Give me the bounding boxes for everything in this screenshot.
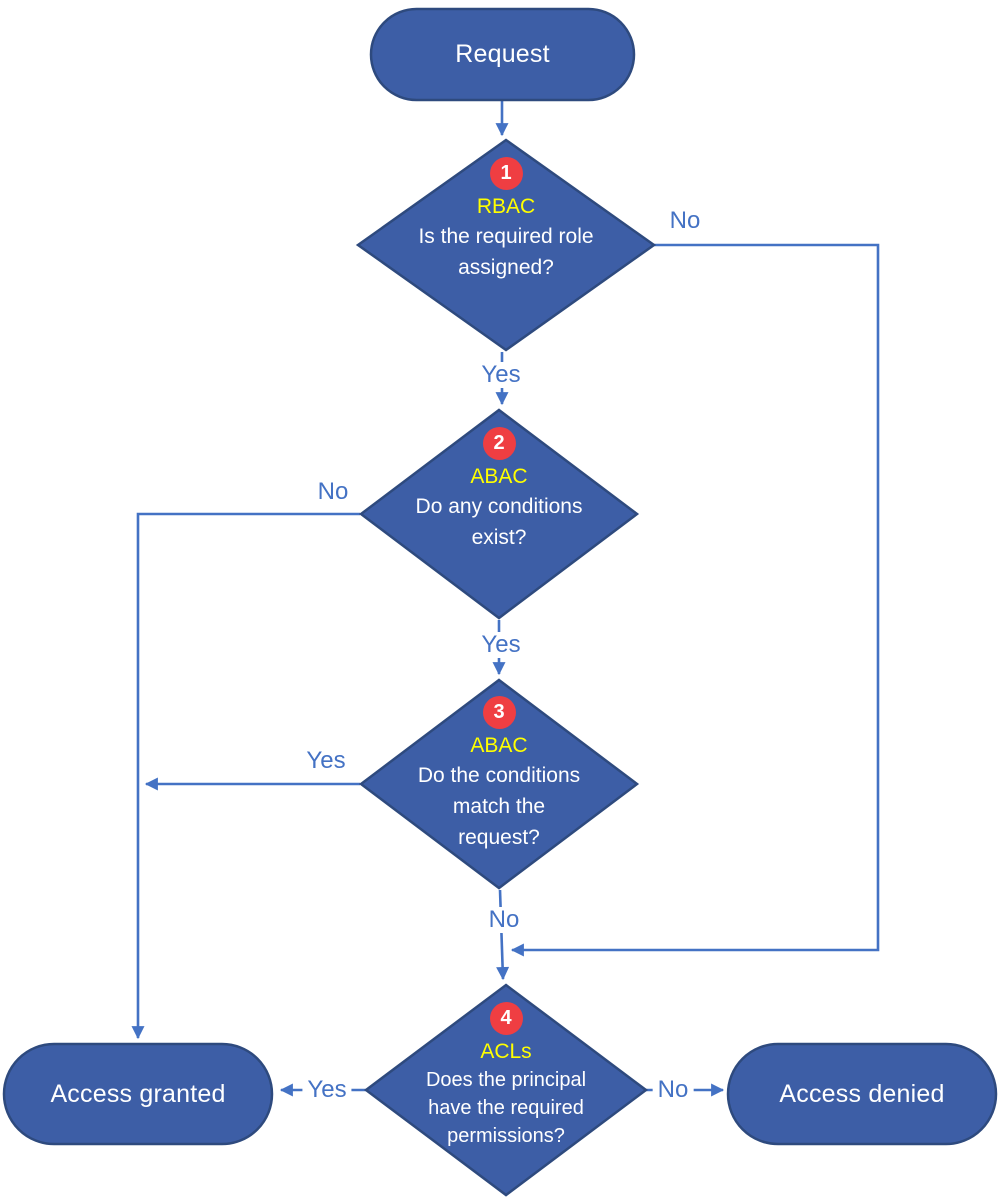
- edge-d4-no-label: No: [652, 1077, 694, 1103]
- decision-4-question: Does the principal have the required per…: [425, 1069, 587, 1147]
- edge-d1-yes-label: Yes: [476, 362, 526, 388]
- access-denied-label: Access denied: [779, 1079, 945, 1108]
- edge-d1-no-line: [510, 243, 880, 957]
- decision-3-question: Do the conditions match the request?: [417, 764, 581, 849]
- decision-2-content: 2 ABAC Do any conditions exist?: [379, 427, 619, 553]
- edge-d2-no-line: [131, 512, 360, 1040]
- edge-d4-yes-label: Yes: [302, 1077, 352, 1103]
- decision-1-question: Is the required role assigned?: [418, 225, 594, 279]
- access-granted-label: Access granted: [50, 1079, 226, 1108]
- request-node-label: Request: [455, 40, 550, 68]
- edge-d3-no-label: No: [483, 907, 525, 933]
- step-2-badge: 2: [482, 427, 516, 460]
- decision-3-category: ABAC: [470, 734, 528, 757]
- step-4-badge: 4: [489, 1002, 523, 1035]
- decision-2-shape: [358, 408, 640, 620]
- edge-d2-no-label: No: [317, 478, 349, 505]
- decision-3-content: 3 ABAC Do the conditions match the reque…: [379, 696, 619, 853]
- decision-2-category: ABAC: [470, 465, 528, 488]
- access-denied-shape: [726, 1042, 998, 1146]
- edge-d2-yes-label: Yes: [476, 632, 526, 658]
- decision-4-shape: [363, 983, 649, 1197]
- decision-2-question: Do any conditions exist?: [415, 495, 583, 549]
- edge-d3-yes-label: Yes: [306, 747, 346, 774]
- decision-1-shape: [355, 138, 657, 352]
- decision-4-content: 4 ACLs Does the principal have the requi…: [386, 1002, 626, 1150]
- step-1-badge: 1: [489, 157, 523, 190]
- decision-3-shape: [358, 678, 640, 890]
- decision-1-category: RBAC: [476, 195, 536, 218]
- decision-4-category: ACLs: [480, 1040, 532, 1063]
- edge-d1-no-label: No: [669, 207, 701, 234]
- step-3-badge: 3: [482, 696, 516, 729]
- access-granted-shape: [2, 1042, 274, 1146]
- decision-1-content: 1 RBAC Is the required role assigned?: [386, 157, 626, 283]
- edge-d3-no-line: [496, 889, 510, 981]
- request-node-shape: [369, 7, 636, 102]
